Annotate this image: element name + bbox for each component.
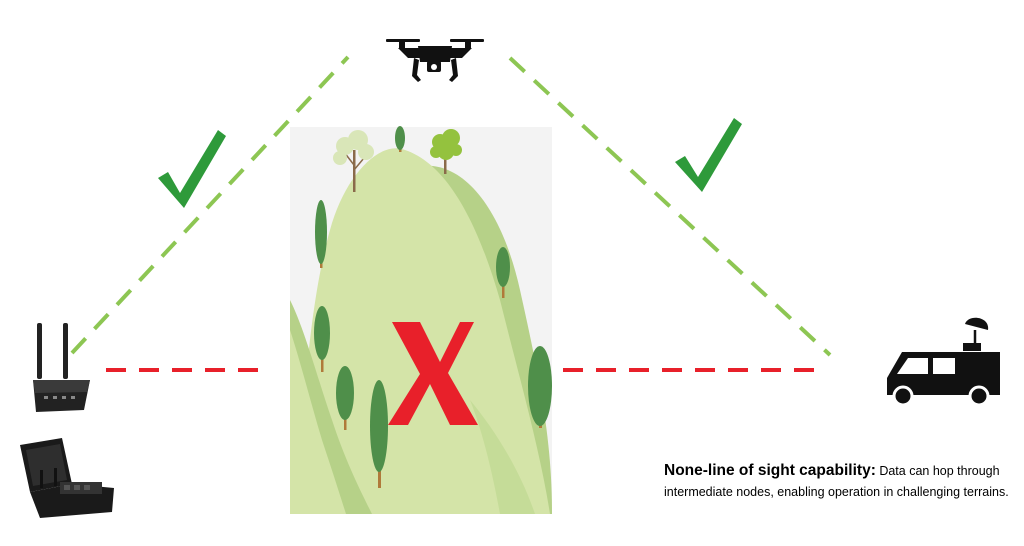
drone-icon — [386, 39, 484, 82]
caption-separator: : — [870, 462, 876, 479]
caption-title: None-line of sight capability — [664, 462, 871, 479]
x-icon — [388, 322, 478, 425]
caption-body: Data can hop through intermediate nodes,… — [664, 464, 1009, 499]
rugged-case-icon — [20, 438, 114, 518]
link-drone-to-van — [508, 56, 832, 357]
tree — [395, 126, 405, 152]
tree — [496, 247, 510, 298]
caption: None-line of sight capability: Data can … — [664, 460, 1014, 503]
tree — [333, 130, 374, 192]
radio-station-icon — [33, 323, 90, 412]
tree — [314, 306, 330, 372]
check-icon — [158, 130, 226, 208]
hill-illustration — [290, 126, 552, 514]
tree — [315, 200, 327, 268]
tree — [370, 380, 388, 488]
tree — [336, 366, 354, 430]
check-icon — [675, 118, 742, 192]
link-radio-to-drone — [70, 55, 350, 355]
broadcast-van-icon — [887, 317, 1000, 407]
tree — [528, 346, 552, 428]
tree — [430, 129, 462, 174]
